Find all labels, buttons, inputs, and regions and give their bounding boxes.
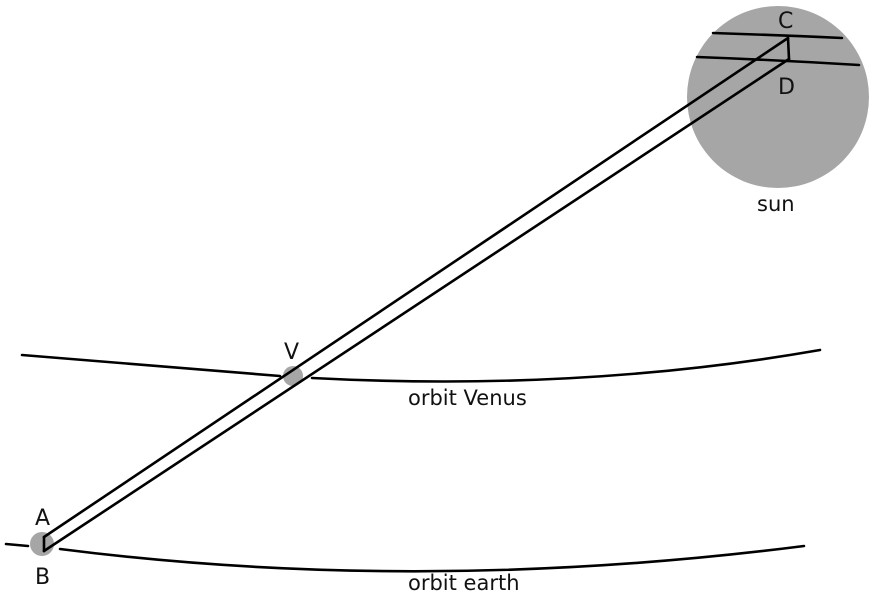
sight-line-b-to-d <box>42 57 791 553</box>
orbit-earth-left <box>4 542 30 548</box>
label-point-d: D <box>778 75 795 100</box>
label-orbit-venus: orbit Venus <box>408 386 527 410</box>
label-orbit-earth: orbit earth <box>408 571 520 595</box>
orbit-venus-right <box>310 348 822 383</box>
sight-line-a-to-c <box>42 36 790 539</box>
label-sun: sun <box>757 192 795 216</box>
orbit-venus-left <box>20 353 282 378</box>
sun-chord-lower <box>695 55 861 67</box>
sun-disc <box>687 6 869 188</box>
orbit-earth-right <box>58 544 806 573</box>
earth-planet <box>30 532 54 556</box>
label-point-b: B <box>35 565 50 590</box>
segment-cd <box>786 36 791 61</box>
label-point-c: C <box>778 9 793 34</box>
label-point-a: A <box>35 506 50 531</box>
venus-planet <box>283 366 303 386</box>
sun-chord-upper <box>711 31 844 40</box>
label-point-v: V <box>284 340 299 365</box>
